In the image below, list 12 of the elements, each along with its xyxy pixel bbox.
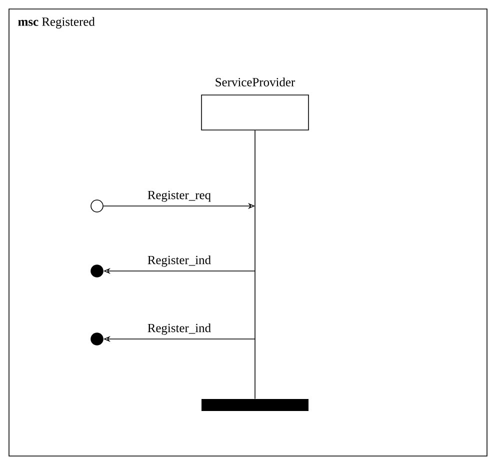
instance-end-bar <box>202 398 308 411</box>
frame-title: msc Registered <box>18 17 95 28</box>
instance-name: ServiceProvider <box>216 78 295 86</box>
message-label: Register_ind <box>148 255 211 267</box>
message-label: Register_req <box>148 190 211 202</box>
found-message-circle <box>90 200 104 212</box>
lifeline <box>254 130 256 400</box>
msc-frame <box>8 8 488 456</box>
lost-message-circle <box>90 332 104 346</box>
instance-head-box <box>201 78 309 130</box>
message-label: Register_ind <box>148 323 211 335</box>
lost-message-circle <box>90 264 104 278</box>
